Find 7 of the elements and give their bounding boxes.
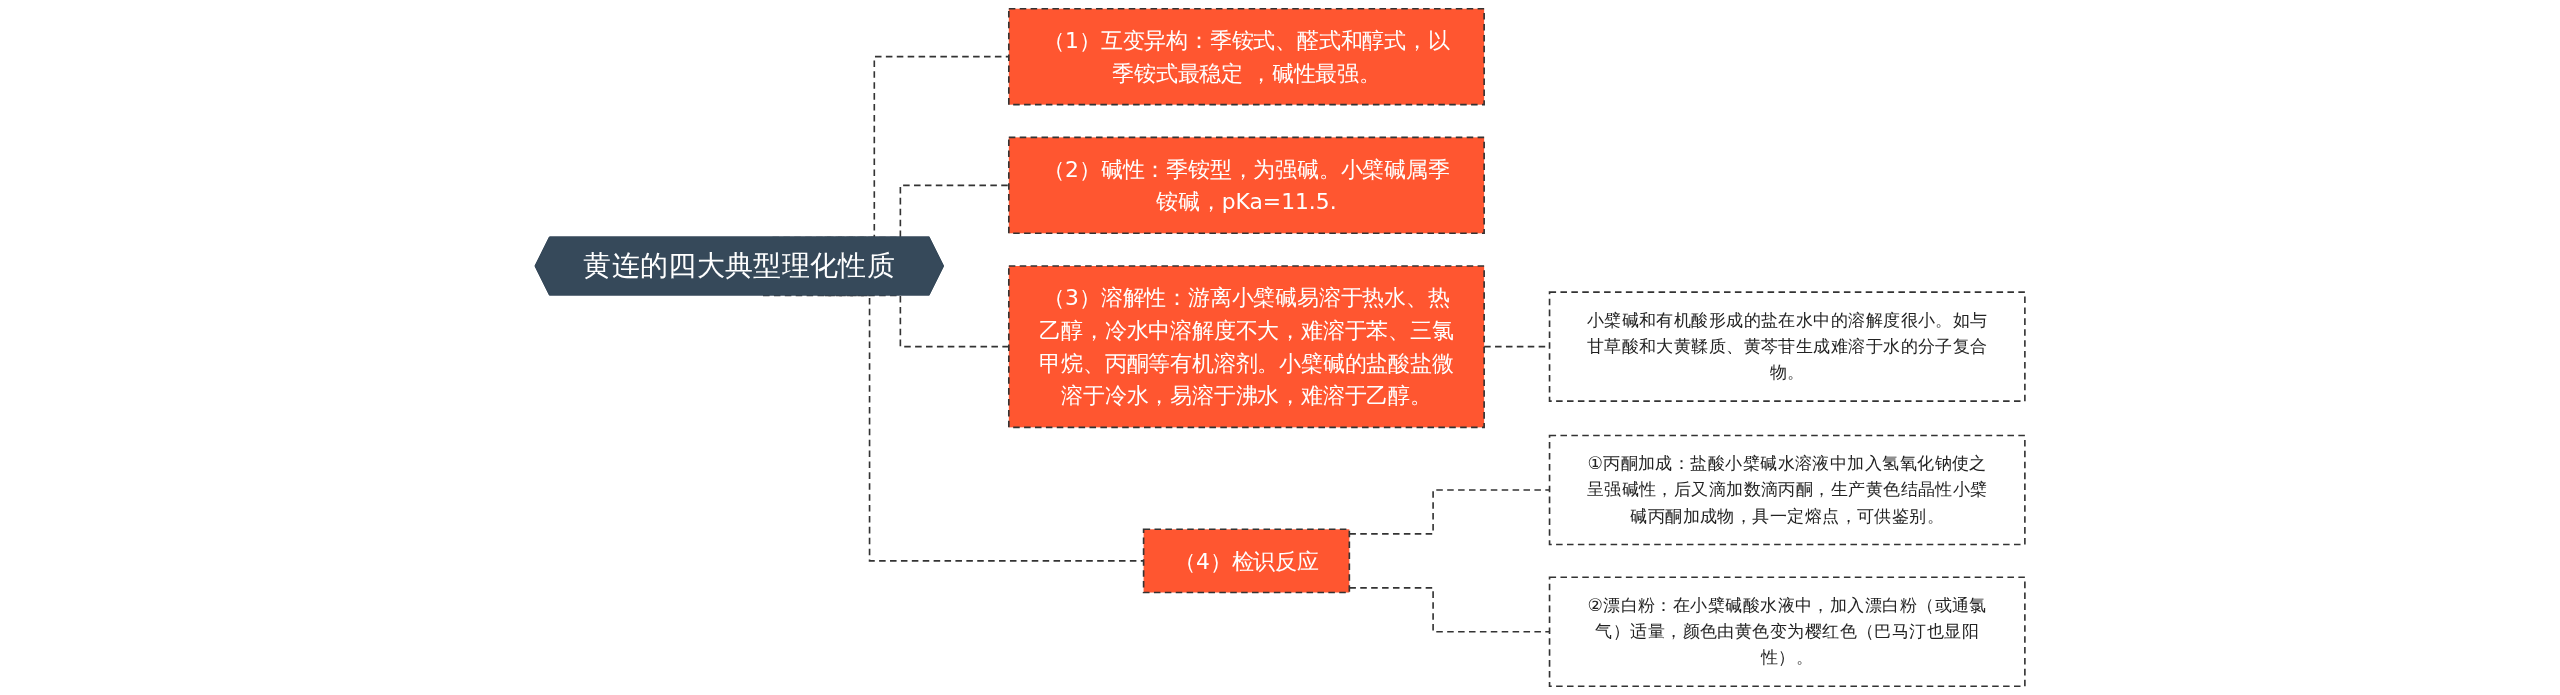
node-box: （1）互变异构：季铵式、醛式和醇式，以季铵式最稳定 ，碱性最强。 <box>1008 7 1485 106</box>
node-box: 小檗碱和有机酸形成的盐在水中的溶解度很小。如与甘草酸和大黄鞣质、黄芩苷生成难溶于水的分子复合物。 <box>1548 291 2026 402</box>
node-box: （2）碱性：季铵型，为强碱。小檗碱属季铵碱，pKa=11.5. <box>1008 136 1485 235</box>
node-box: ②漂白粉：在小檗碱酸水液中，加入漂白粉（或通氯气）适量，颜色由黄色变为樱红色（巴马汀也显阳性）。 <box>1548 576 2026 688</box>
node-box: （4）检识反应 <box>1142 528 1351 594</box>
node-box: ①丙酮加成：盐酸小檗碱水溶液中加入氢氧化钠使之呈强碱性，后又滴加数滴丙酮，生产黄色结晶性小檗碱丙酮加成物，具一定熔点，可供鉴别。 <box>1548 434 2026 546</box>
node-box: （3）溶解性：游离小檗碱易溶于热水、热乙醇，冷水中溶解度不大，难溶于苯、三氯甲烷、丙酮等有机溶剂。小檗碱的盐酸盐微溶于冷水，易溶于沸水，难溶于乙醇。 <box>1008 265 1485 429</box>
